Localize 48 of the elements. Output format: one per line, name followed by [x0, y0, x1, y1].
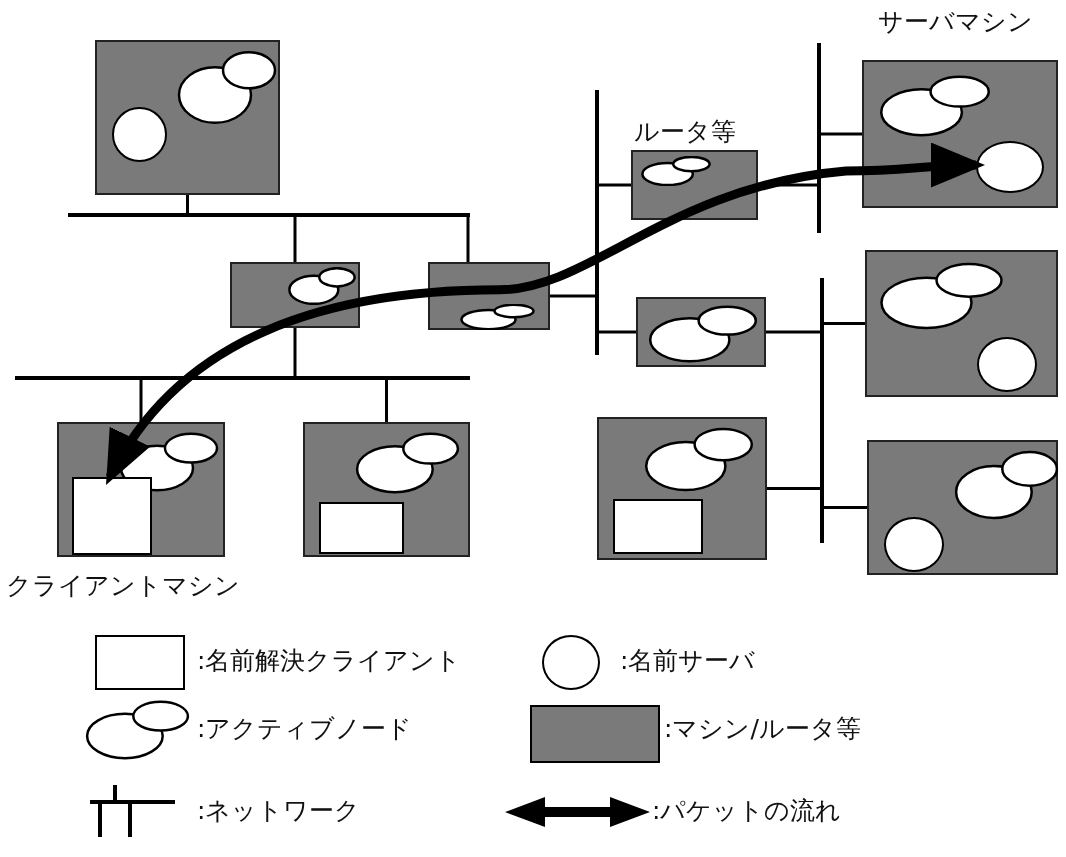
machine-box	[230, 262, 360, 328]
packet-flow-arrow	[105, 142, 985, 485]
machine-label: クライアントマシン	[6, 572, 240, 600]
network-link	[597, 330, 636, 334]
name-server-circle	[112, 107, 167, 162]
active-node-shape	[641, 156, 711, 186]
machine-box	[865, 250, 1058, 397]
network-link	[822, 506, 867, 509]
active-node-shape	[879, 75, 991, 137]
machine-box	[597, 417, 767, 560]
name-client-rectangle	[319, 502, 404, 554]
machine-label: ルータ等	[634, 118, 736, 146]
network-link	[139, 378, 143, 422]
machine-label: サーバマシン	[878, 8, 1033, 36]
active-node-shape	[177, 50, 277, 125]
machine-box	[95, 40, 280, 195]
network-link	[293, 328, 297, 378]
network-link	[819, 132, 862, 136]
machine-box	[57, 422, 225, 557]
legend-label: :ネットワーク	[197, 797, 361, 825]
name-client-rectangle	[72, 477, 152, 555]
active-node-shape	[355, 432, 460, 494]
legend-label: :名前解決クライアント	[197, 647, 462, 675]
network-link	[385, 378, 388, 422]
network-link	[767, 487, 822, 490]
network-link	[293, 215, 297, 262]
network-link	[466, 215, 470, 262]
active-node-shape	[954, 450, 1059, 520]
network-link	[766, 330, 822, 334]
network-link	[597, 183, 631, 187]
network-link	[550, 294, 597, 298]
machine-box	[636, 297, 766, 367]
legend-label: :アクティブノード	[197, 715, 413, 743]
active-node-shape	[460, 304, 535, 330]
active-node-shape	[644, 427, 754, 492]
machine-box	[867, 440, 1058, 575]
network-link	[822, 322, 865, 325]
network-link	[186, 195, 189, 215]
legend-label: :パケットの流れ	[652, 797, 842, 825]
name-client-rectangle	[613, 499, 703, 554]
active-node-shape	[288, 267, 356, 305]
legend-label: :マシン/ルータ等	[664, 715, 861, 743]
machine-box	[862, 60, 1058, 208]
machine-box	[303, 422, 470, 557]
active-node-shape	[648, 305, 758, 363]
legend-label: :名前サーバ	[620, 647, 756, 675]
machine-box	[631, 150, 758, 220]
active-node-shape	[879, 262, 1004, 330]
